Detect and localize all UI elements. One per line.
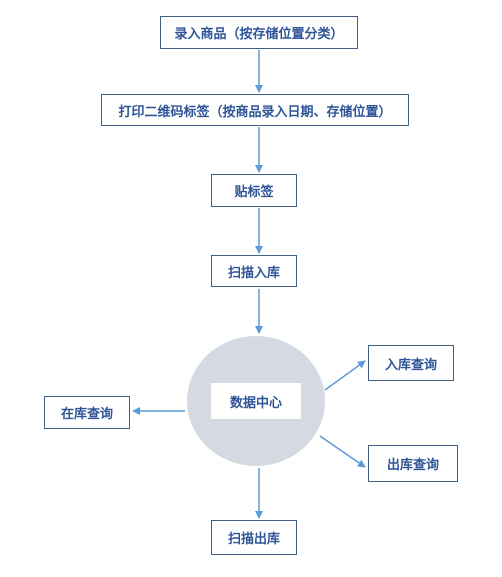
- step-attach-label: 贴标签: [211, 174, 297, 207]
- step-scan-in: 扫描入库: [211, 255, 297, 287]
- step-enter-product: 录入商品（按存储位置分类）: [160, 16, 358, 49]
- output-scan-out: 扫描出库: [211, 520, 297, 555]
- arrow-hub-to-upper-right: [324, 360, 366, 391]
- step-print-qr-label: 打印二维码标签（按商品录入日期、存储位置）: [101, 94, 409, 126]
- data-center-label: 数据中心: [211, 383, 301, 419]
- output-in-stock-query: 在库查询: [44, 396, 130, 429]
- output-inbound-query: 入库查询: [368, 345, 454, 381]
- output-outbound-query: 出库查询: [368, 445, 458, 482]
- arrow-hub-to-lower-right: [319, 435, 366, 468]
